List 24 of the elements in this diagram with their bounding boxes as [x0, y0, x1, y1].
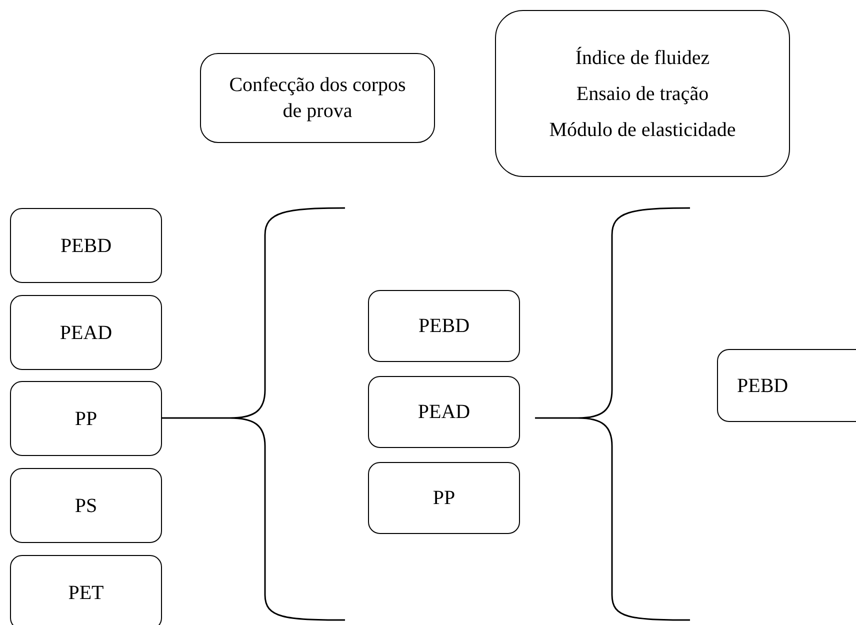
box-label: Índice de fluidez — [575, 46, 710, 70]
box-label: PEBD — [60, 234, 112, 258]
box-label: PP — [74, 406, 98, 432]
rounded-box — [717, 349, 856, 422]
rounded-box — [10, 468, 162, 543]
rounded-box — [368, 462, 520, 534]
box-label: Confecção dos corpos de prova — [228, 73, 407, 124]
box-label: Módulo de elasticidade — [549, 118, 736, 142]
rounded-box — [368, 290, 520, 362]
box-label: PP — [432, 486, 456, 511]
rounded-box — [200, 53, 435, 143]
rounded-box — [10, 295, 162, 370]
box-label: PEBD — [418, 314, 470, 339]
box-label: PET — [68, 580, 104, 606]
box-label: Ensaio de tração — [576, 82, 709, 106]
box-label: PEAD — [60, 320, 112, 346]
box-label: PS — [74, 494, 98, 518]
rounded-box — [10, 208, 162, 283]
box-label: PEAD — [418, 400, 470, 425]
box-label: PEBD — [737, 374, 788, 398]
rounded-box — [10, 555, 162, 625]
rounded-box — [10, 381, 162, 456]
rounded-box — [368, 376, 520, 448]
rounded-box — [495, 10, 790, 177]
